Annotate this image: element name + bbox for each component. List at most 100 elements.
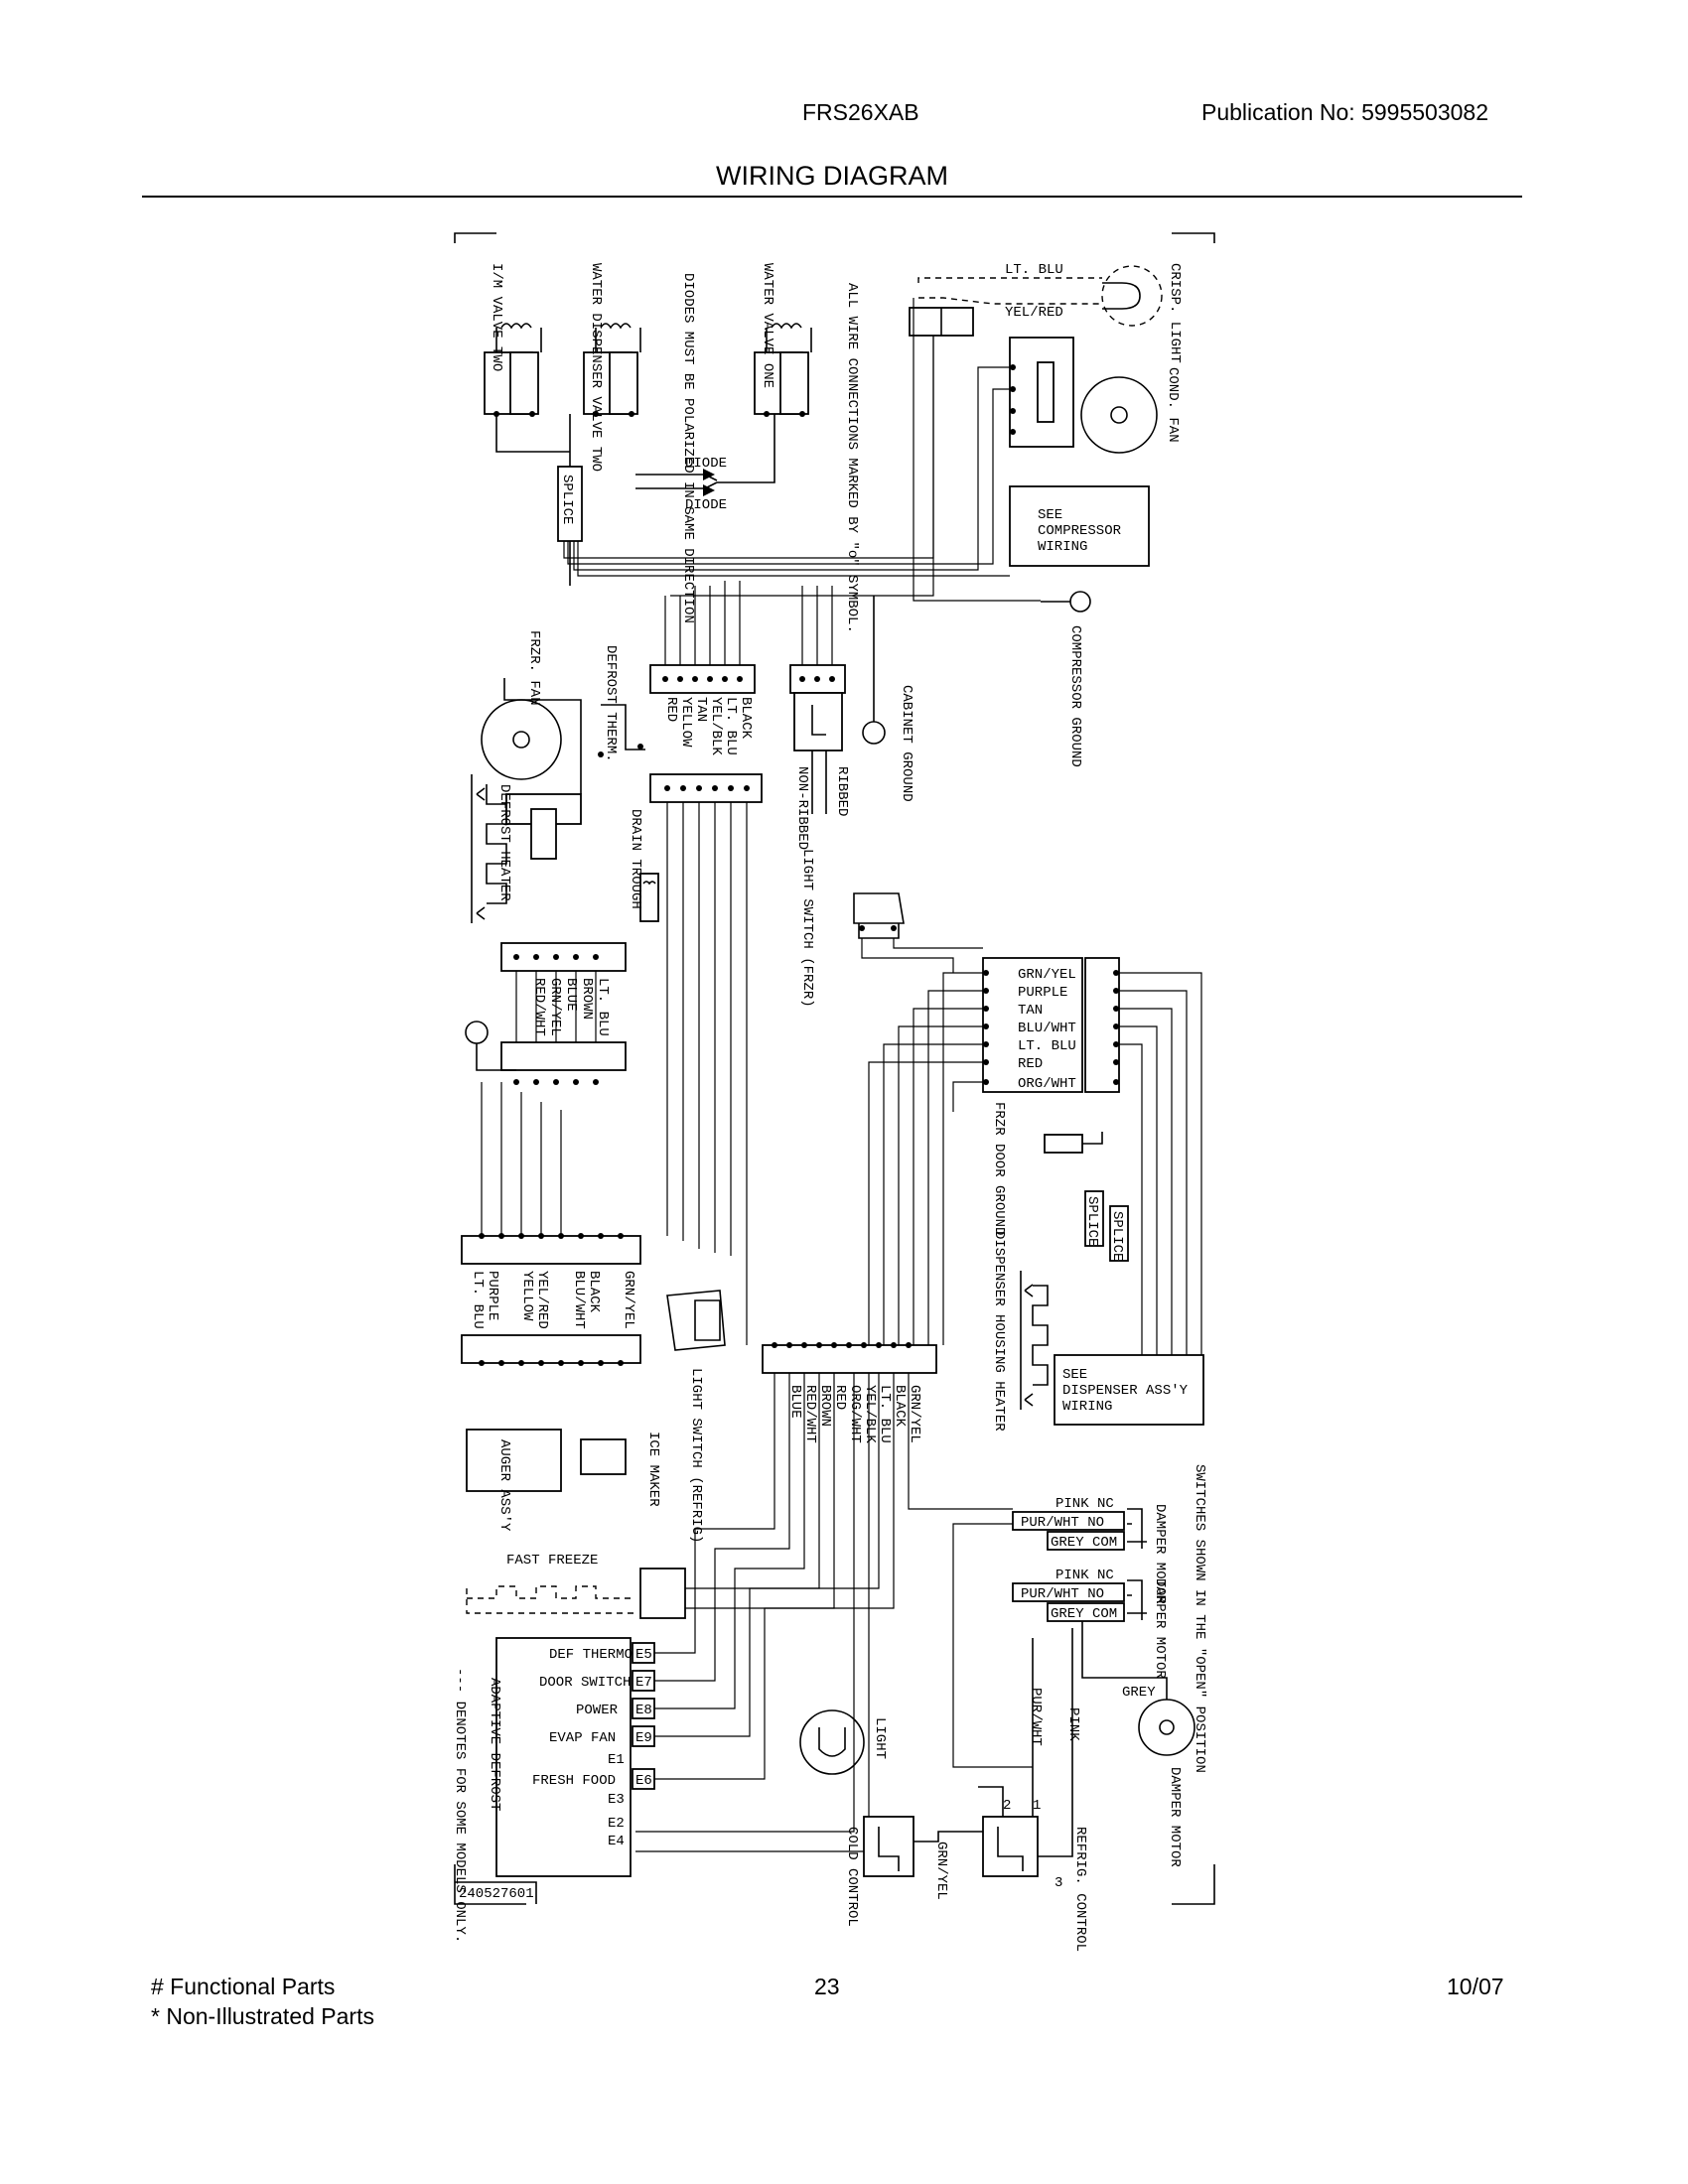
- top-wire-bundle: [563, 298, 1041, 602]
- ct-label-2: YEL/BLK: [708, 697, 724, 755]
- cond-fan-label: COND. FAN: [1165, 367, 1181, 443]
- compressor-ground-label: COMPRESSOR GROUND: [1067, 625, 1083, 767]
- defrost-therm: DEFROST THERM.: [598, 645, 645, 762]
- refrig-control-label: REFRIG. CONTROL: [1072, 1827, 1088, 1952]
- connector-top-pins: [662, 676, 835, 682]
- frzr-fan-label: FRZR. FAN: [526, 630, 542, 706]
- cl-label-1: BLACK: [586, 1271, 602, 1313]
- auger-assy-label: AUGER ASS'Y: [496, 1439, 512, 1532]
- cb-pin4: E1: [608, 1752, 625, 1768]
- ice-maker-label: ICE MAKER: [645, 1432, 661, 1507]
- ds1-label-1: PUR/WHT NO: [1021, 1515, 1104, 1531]
- cf-label-0: LT. BLU: [595, 978, 611, 1036]
- see-dispenser-line2: DISPENSER ASS'Y: [1062, 1383, 1189, 1399]
- header-divider: [142, 196, 1522, 198]
- connector-main-pins: [772, 1342, 912, 1348]
- diode-assembly: DIODE DIODE: [635, 414, 775, 513]
- cm-label-2: LT. BLU: [877, 1385, 893, 1443]
- light-switch-frzr: LIGHT SWITCH (FRZR): [799, 849, 905, 1008]
- cb-pin5: E6: [635, 1773, 652, 1789]
- light-label: LIGHT: [872, 1717, 888, 1759]
- footer-functional-parts: # Functional Parts: [151, 1974, 336, 1999]
- dashed-note: --- DENOTES FOR SOME MODELS ONLY.: [452, 1668, 468, 1943]
- control-board-pins: [632, 1642, 655, 1790]
- splice-label-2: SPLICE: [1084, 1196, 1100, 1246]
- connector-middle: [649, 773, 763, 803]
- crisp-light-label: CRISP. LIGHT: [1167, 263, 1183, 363]
- cb-pin6: E3: [608, 1792, 625, 1808]
- defrost-therm-label: DEFROST THERM.: [603, 645, 619, 762]
- drain-trough: DRAIN TROUGH: [628, 809, 659, 922]
- water-valve-one-label: WATER VALVE ONE: [760, 263, 775, 388]
- ds2-label-0: PINK NC: [1055, 1568, 1114, 1583]
- splice-3: SPLICE: [1109, 1205, 1129, 1262]
- condenser-fan: COND. FAN: [1009, 337, 1181, 454]
- ribbed-label: RIBBED: [834, 766, 850, 816]
- part-number: 240527601: [459, 1886, 534, 1902]
- cl-label-5: PURPLE: [485, 1271, 500, 1320]
- cb-row5: FRESH FOOD: [532, 1773, 616, 1789]
- cm-label-7: RED/WHT: [802, 1385, 818, 1443]
- grey-label: GREY: [1122, 1685, 1156, 1701]
- dispenser-housing-heater: [1020, 1271, 1049, 1410]
- trunk-wires: [481, 802, 1202, 1355]
- cd-label-6: ORG/WHT: [1018, 1076, 1076, 1092]
- crisper-light: CRISP. LIGHT LT. BLU YEL/RED: [909, 262, 1183, 363]
- cb-pin0: E5: [635, 1647, 652, 1663]
- diodes-note: DIODES MUST BE POLARIZED IN SAME DIRECTI…: [680, 273, 696, 623]
- light-switch-frzr-label: LIGHT SWITCH (FRZR): [799, 849, 815, 1008]
- cd-label-5: RED: [1018, 1056, 1043, 1072]
- ds1-label-0: PINK NC: [1055, 1496, 1114, 1512]
- water-dispenser-valve: [583, 323, 641, 417]
- cm-label-1: BLACK: [892, 1385, 908, 1428]
- diagram-frame: [454, 232, 1215, 1905]
- damper-switch-1: PINK NC PUR/WHT NO GREY COM DAMPER MOTOR: [1012, 1496, 1168, 1604]
- fast-freeze: FAST FREEZE: [466, 1553, 686, 1619]
- diode-label-2: DIODE: [685, 497, 727, 513]
- publication-number: Publication No: 5995503082: [1201, 99, 1489, 125]
- refrig-control: 2 1 3 REFRIG. CONTROL: [978, 1628, 1088, 1952]
- yel-red-label: YEL/RED: [1005, 305, 1063, 321]
- see-compressor-line1: SEE: [1038, 507, 1062, 523]
- ground-symbol-frzr: [465, 1021, 516, 1071]
- light-switch-refrig: LIGHT SWITCH (REFRIG): [666, 1290, 726, 1543]
- cb-pin7: E2: [608, 1816, 625, 1832]
- drain-trough-label: DRAIN TROUGH: [628, 809, 643, 909]
- ct-label-4: YELLOW: [678, 697, 694, 748]
- diode-label-1: DIODE: [685, 456, 727, 472]
- dispenser-housing-heater-label: DISPENSER HOUSING HEATER: [991, 1231, 1007, 1432]
- connections-note: ALL WIRE CONNECTIONS MARKED BY "o" SYMBO…: [844, 283, 860, 633]
- see-compressor-box: SEE COMPRESSOR WIRING: [1009, 485, 1150, 567]
- splice-2: SPLICE: [1084, 1190, 1104, 1247]
- adaptive-defrost-label: ADAPTIVE DEFROST: [487, 1678, 502, 1811]
- cd-label-2: TAN: [1018, 1003, 1043, 1019]
- lt-blu-label: LT. BLU: [1005, 262, 1063, 278]
- cb-row0: DEF THERMO: [549, 1647, 633, 1663]
- compressor-ground: COMPRESSOR GROUND: [1041, 591, 1091, 767]
- cb-row2: POWER: [576, 1703, 619, 1718]
- ice-maker: ICE MAKER: [580, 1432, 661, 1507]
- cm-label-0: GRN/YEL: [907, 1385, 922, 1443]
- cm-label-6: BROWN: [817, 1385, 833, 1427]
- ds2-label-2: GREY COM: [1051, 1606, 1117, 1622]
- pur-wht-label: PUR/WHT: [1028, 1688, 1044, 1746]
- non-ribbed-label: NON-RIBBED: [794, 766, 810, 850]
- footer-non-illustrated: * Non-Illustrated Parts: [151, 2003, 374, 2029]
- connector-door: GRN/YEL PURPLE TAN BLU/WHT LT. BLU RED O…: [982, 957, 1120, 1093]
- cabinet-ground-label: CABINET GROUND: [899, 685, 914, 802]
- control-board: DEF THERMO E5 DOOR SWITCH E7 POWER E8 EV…: [495, 1637, 655, 1877]
- refrig-num-3: 3: [1055, 1875, 1062, 1891]
- splice-label-1: SPLICE: [559, 475, 575, 524]
- connector-top: [649, 581, 846, 751]
- page-title: WIRING DIAGRAM: [716, 161, 948, 191]
- cl-label-2: BLU/WHT: [571, 1271, 587, 1329]
- damper-motor: GREY DAMPER MOTOR: [1081, 1621, 1196, 1867]
- freezer-fan: FRZR. FAN: [481, 630, 582, 860]
- fast-freeze-label: FAST FREEZE: [506, 1553, 598, 1569]
- switches-note: SWITCHES SHOWN IN THE "OPEN" POSITION: [1192, 1464, 1207, 1773]
- grn-yel-label: GRN/YEL: [933, 1842, 949, 1900]
- cb-pin2: E8: [635, 1703, 652, 1718]
- page-number: 23: [814, 1974, 840, 1999]
- frzr-door-ground-label: FRZR DOOR GROUND: [991, 1102, 1007, 1235]
- cold-control: COLD CONTROL GRN/YEL: [844, 1816, 983, 1927]
